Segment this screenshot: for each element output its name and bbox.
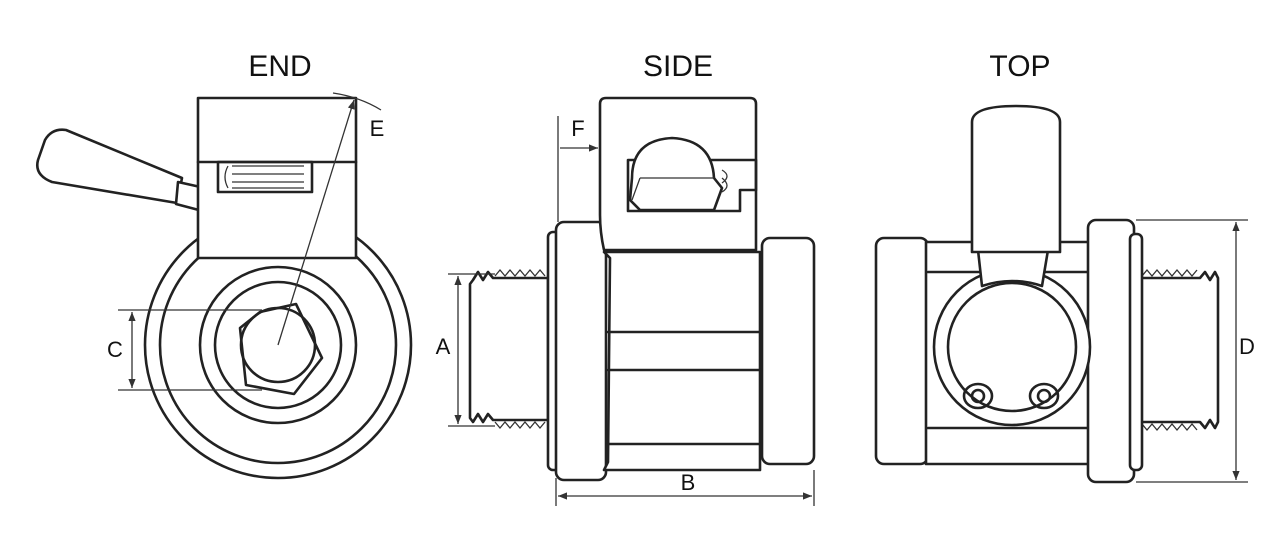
- top-view: TOP D: [874, 50, 1255, 484]
- end-handle-lever: [36, 128, 184, 205]
- side-spring-detail: [721, 169, 728, 193]
- dimension-d: D: [1136, 219, 1255, 483]
- side-view: SIDE A B: [436, 50, 816, 506]
- side-left-flange: [554, 220, 608, 482]
- end-port-circle: [198, 265, 358, 425]
- side-center-body: [602, 250, 762, 472]
- end-view-title: END: [248, 50, 311, 83]
- side-left-thread-teeth-top: [494, 268, 546, 278]
- side-lever-cap-bevel: [631, 177, 714, 201]
- top-screw-right: [1028, 382, 1060, 410]
- end-top-block: [196, 96, 358, 260]
- dimension-b: B: [555, 470, 815, 506]
- side-left-thread: [468, 270, 550, 424]
- top-right-thread-teeth-bottom: [1141, 422, 1198, 432]
- side-view-title: SIDE: [643, 50, 713, 83]
- dimension-e-label: E: [370, 116, 385, 141]
- dimension-e: E: [277, 92, 385, 346]
- dimension-a: A: [436, 273, 495, 427]
- top-screw-left: [962, 382, 994, 410]
- end-view: END C E: [36, 50, 413, 480]
- dimension-c-label: C: [107, 337, 123, 362]
- dimension-f: F: [557, 116, 598, 222]
- dimension-c: C: [107, 309, 262, 391]
- top-right-thread-teeth-top: [1141, 268, 1198, 278]
- side-lever-window: [626, 158, 758, 213]
- side-lever-cap: [628, 136, 724, 212]
- side-left-thread-teeth-bottom: [494, 420, 546, 430]
- top-lever-ring-inner: [946, 281, 1078, 413]
- dimension-b-label: B: [681, 470, 696, 495]
- top-lever-neck: [976, 248, 1050, 288]
- side-right-flange: [760, 236, 816, 466]
- top-right-nut: [1128, 232, 1144, 472]
- dimension-f-label: F: [571, 116, 584, 141]
- end-spring-coils: [224, 165, 304, 189]
- dimension-a-label: A: [436, 334, 451, 359]
- top-right-flange: [1086, 218, 1136, 484]
- top-left-flange: [874, 236, 930, 466]
- top-right-thread: [1136, 270, 1220, 430]
- dimension-d-label: D: [1239, 334, 1255, 359]
- top-lever-handle: [970, 104, 1062, 254]
- end-bore-circle: [213, 280, 343, 410]
- end-hex-shaft: [239, 306, 317, 384]
- top-view-title: TOP: [989, 50, 1050, 83]
- end-spring-slot: [216, 160, 314, 194]
- top-lever-ring-outer: [932, 267, 1092, 427]
